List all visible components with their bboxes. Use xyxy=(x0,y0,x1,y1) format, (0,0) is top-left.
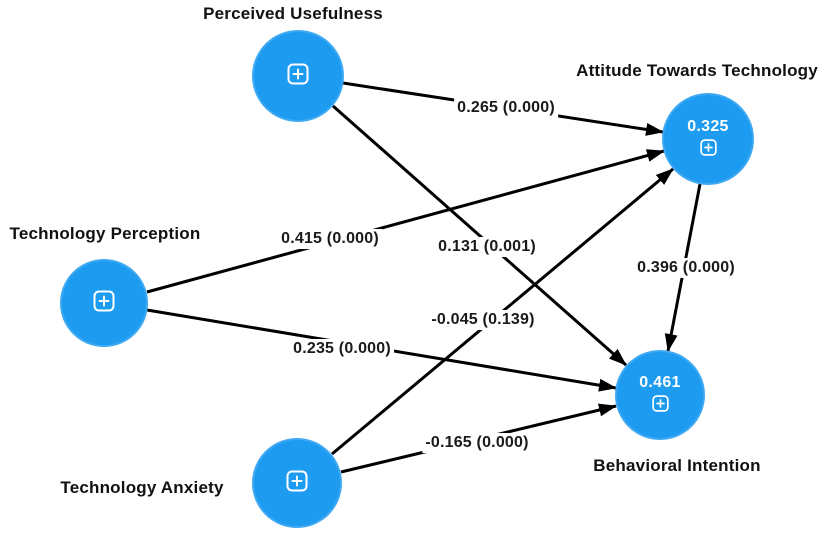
expand-icon[interactable] xyxy=(699,138,717,161)
node-r2-value: 0.325 xyxy=(687,117,729,135)
path-coefficient-pu-to-intention: 0.131 (0.001) xyxy=(435,237,539,257)
path-arrow-perception-to-attitude[interactable] xyxy=(146,149,665,294)
node-technology-anxiety[interactable] xyxy=(252,438,342,528)
path-coefficient-perception-to-attitude: 0.415 (0.000) xyxy=(278,229,382,249)
node-attitude-towards-technology[interactable]: 0.325 xyxy=(662,93,754,185)
expand-icon[interactable] xyxy=(651,394,669,417)
node-label-technology-anxiety: Technology Anxiety xyxy=(60,478,224,497)
path-arrow-pu-to-intention[interactable] xyxy=(332,104,627,367)
path-coefficient-perception-to-intention: 0.235 (0.000) xyxy=(290,339,394,359)
path-coefficient-attitude-to-intention: 0.396 (0.000) xyxy=(634,258,738,278)
path-coefficient-pu-to-attitude: 0.265 (0.000) xyxy=(454,98,558,118)
expand-icon[interactable] xyxy=(287,63,309,90)
node-r2-value: 0.461 xyxy=(639,373,681,391)
node-technology-perception[interactable] xyxy=(60,259,148,347)
expand-icon[interactable] xyxy=(286,470,308,497)
expand-icon[interactable] xyxy=(93,290,115,317)
node-label-behavioral-intention: Behavioral Intention xyxy=(593,456,761,475)
path-coefficient-anxiety-to-intention: -0.165 (0.000) xyxy=(422,433,532,453)
node-label-attitude-towards-technology: Attitude Towards Technology xyxy=(576,61,818,80)
path-coefficient-anxiety-to-attitude: -0.045 (0.139) xyxy=(428,310,538,330)
node-label-technology-perception: Technology Perception xyxy=(9,224,201,243)
node-perceived-usefulness[interactable] xyxy=(252,30,344,122)
node-behavioral-intention[interactable]: 0.461 xyxy=(615,350,705,440)
node-label-perceived-usefulness: Perceived Usefulness xyxy=(203,4,383,23)
